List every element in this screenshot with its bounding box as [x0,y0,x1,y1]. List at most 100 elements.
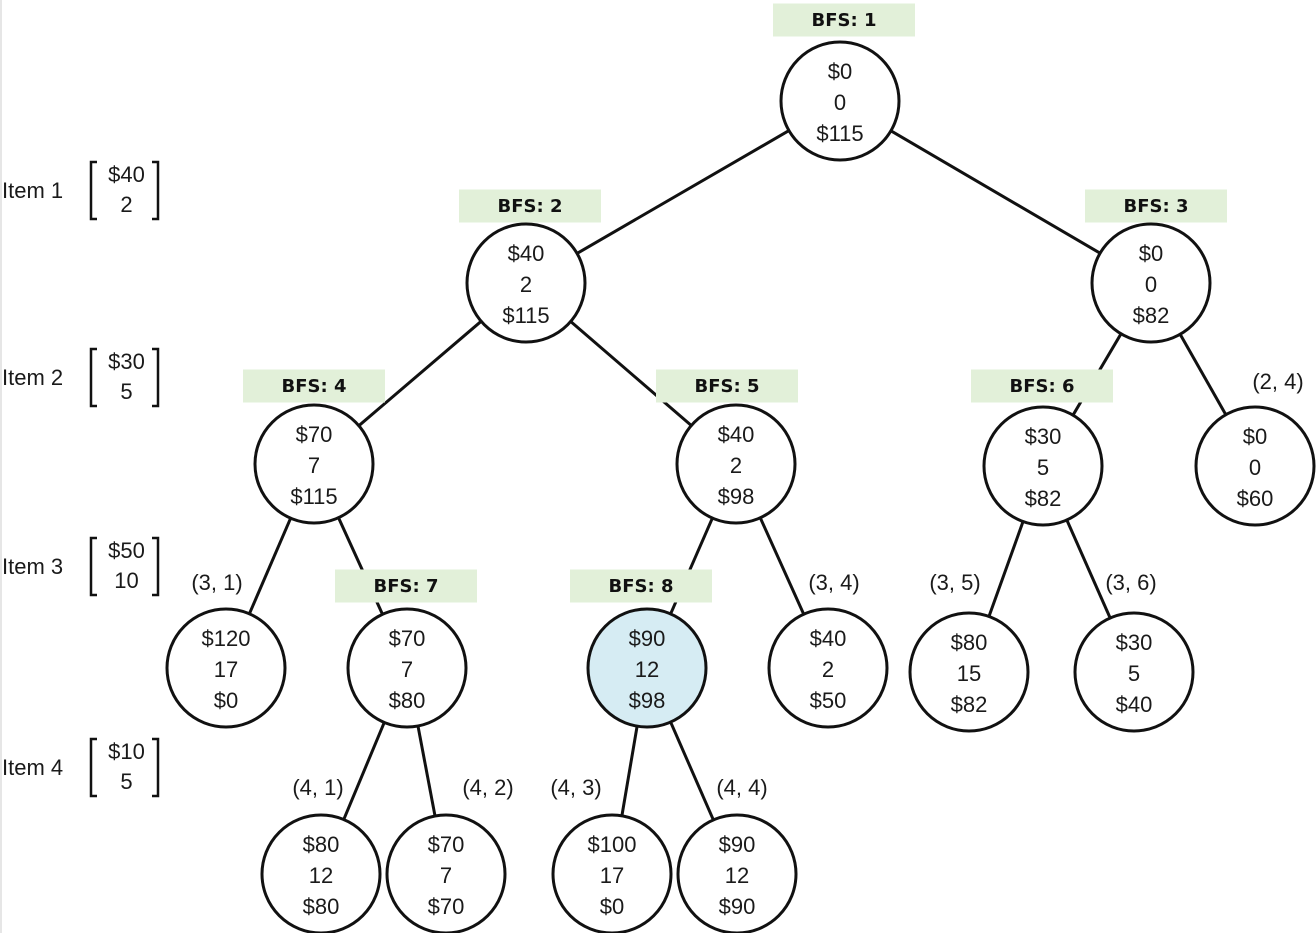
node-weight: 0 [834,90,846,115]
item-weight: 2 [120,192,132,217]
right-bracket [152,160,160,221]
node-bound: $82 [1133,303,1170,328]
tree-node: $707$80 [346,607,468,729]
bfs-badge-label: BFS: 5 [695,376,760,397]
node-circle [767,607,889,729]
bfs-badge: BFS: 1 [773,3,915,37]
item-weight: 5 [120,379,132,404]
left-bracket [89,347,97,408]
edges-layer [247,129,1228,821]
left-bracket [89,737,97,798]
node-bound: $90 [719,894,756,919]
node-bound: $0 [600,894,624,919]
node-weight: 2 [822,657,834,682]
node-bound: $115 [816,121,863,146]
node-profit: $40 [508,241,545,266]
bfs-badge-label: BFS: 1 [812,10,877,31]
right-bracket [152,536,160,597]
tree-node: $305$40 [1073,611,1195,733]
node-profit: $40 [718,422,755,447]
tree-node: $707$115 [253,403,375,525]
bfs-badge: BFS: 8 [570,569,712,603]
bfs-badge-label: BFS: 4 [282,376,347,397]
edge-n4-n10 [758,517,806,615]
node-circle [1194,405,1316,527]
item-name: Item 4 [2,755,63,780]
node-weight: 15 [957,661,981,686]
node-profit: $70 [389,626,426,651]
node-weight: 17 [214,657,238,682]
node-profit: $40 [810,626,847,651]
item-weight: 10 [114,568,138,593]
node-profit: $0 [1139,241,1163,266]
node-profit: $0 [828,59,852,84]
node-profit: $90 [629,626,666,651]
left-bracket [89,160,97,221]
node-weight: 0 [1249,455,1261,480]
bfs-badge-label: BFS: 8 [609,576,674,597]
edge-n9-n16 [669,721,715,821]
node-bound: $40 [1116,692,1153,717]
node-weight: 12 [725,863,749,888]
node-circle [982,405,1104,527]
node-profit: $120 [202,626,251,651]
bfs-badge-label: BFS: 2 [498,196,563,217]
edge-n2-n6 [1178,333,1228,416]
node-profit: $30 [1025,424,1062,449]
node-weight: 2 [730,453,742,478]
node-bound: $80 [303,894,340,919]
node-circle [551,813,673,933]
edge-n5-n12 [1065,519,1112,619]
node-weight: 7 [308,453,320,478]
node-bound: $98 [629,688,666,713]
left-bracket [89,536,97,597]
bfs-badge-background [656,369,798,403]
item-row: Item 1$402 [2,160,160,221]
node-coordinate-label: (4, 2) [462,775,513,800]
node-circle [1073,611,1195,733]
item-value: $50 [108,538,145,563]
edge-n0-n2 [890,129,1101,255]
bfs-badge-background [570,569,712,603]
node-circle [253,403,375,525]
node-profit: $80 [303,832,340,857]
right-bracket [152,737,160,798]
edge-n1-n3 [357,320,483,427]
bfs-badge: BFS: 6 [971,369,1113,403]
node-profit: $100 [588,832,637,857]
node-weight: 0 [1145,272,1157,297]
node-coordinate-label: (2, 4) [1252,369,1303,394]
bfs-badge-background [1085,189,1227,223]
node-bound: $80 [389,688,426,713]
item-value: $10 [108,739,145,764]
node-circle [675,403,797,525]
tree-node: $707$70 [385,813,507,933]
item-name: Item 3 [2,554,63,579]
node-coordinate-label: (4, 3) [550,775,601,800]
tree-node: $120 17 $0 [165,607,287,729]
item-value: $30 [108,349,145,374]
node-bound: $115 [502,303,549,328]
node-bound: $70 [428,894,465,919]
tree-node: $90 12 $98 [586,607,708,729]
tree-node: $0 0 $82 [1090,222,1212,344]
node-coordinate-label: (3, 1) [191,570,242,595]
node-weight: 12 [635,657,659,682]
node-bound: $0 [214,688,238,713]
node-profit: $0 [1243,424,1267,449]
node-coordinate-label: (3, 6) [1105,570,1156,595]
edge-n5-n11 [987,521,1025,617]
bfs-badge-background [971,369,1113,403]
node-circle [676,813,798,933]
node-profit: $70 [428,832,465,857]
bfs-badge: BFS: 7 [335,569,477,603]
node-circle [779,40,901,162]
node-coordinate-label: (4, 1) [292,775,343,800]
node-bound: $98 [718,484,755,509]
node-circle [165,607,287,729]
edge-n1-n4 [569,320,693,427]
